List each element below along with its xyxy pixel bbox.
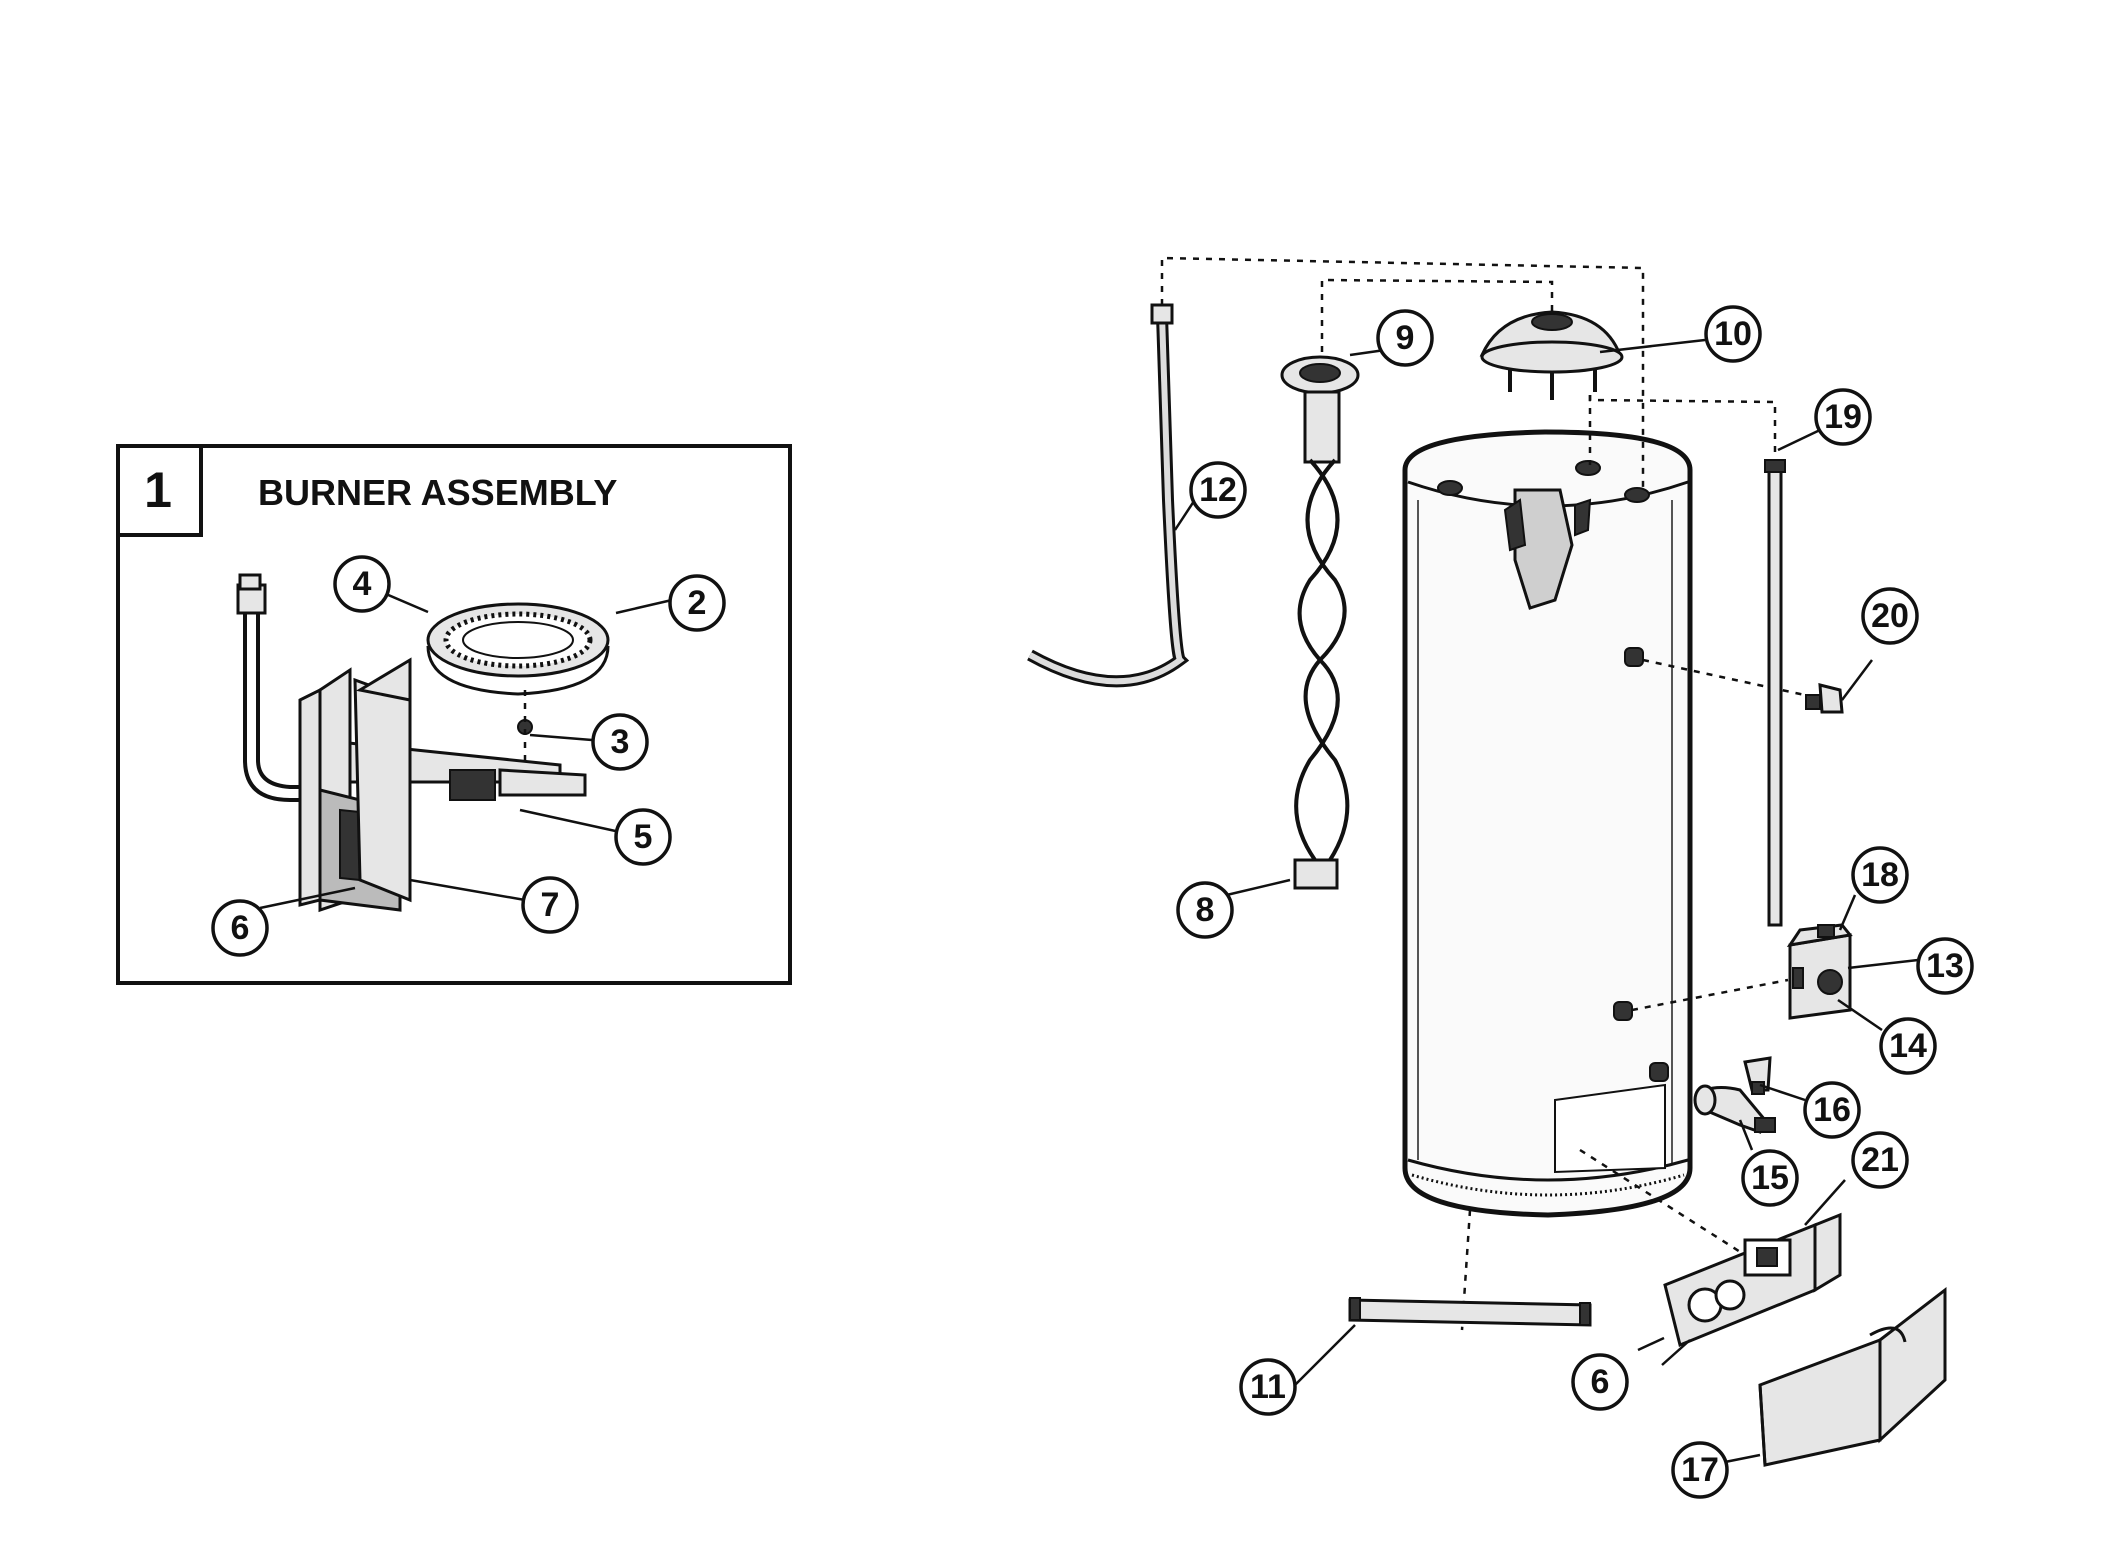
svg-text:11: 11 <box>1250 1368 1286 1406</box>
outer-door <box>1663 1212 1842 1348</box>
svg-text:2: 2 <box>688 584 707 622</box>
svg-text:18: 18 <box>1861 856 1899 894</box>
svg-text:15: 15 <box>1751 1159 1789 1197</box>
svg-text:3: 3 <box>611 723 630 761</box>
callout-9: 9 <box>1376 309 1434 367</box>
gas-control-valve <box>1786 923 1853 1020</box>
svg-text:6: 6 <box>231 909 250 947</box>
svg-text:16: 16 <box>1813 1091 1851 1129</box>
leader-lines <box>1173 338 1919 1467</box>
callout-6-inset: 6 <box>211 899 269 957</box>
dip-tube <box>1280 355 1360 890</box>
callout-20: 20 <box>1861 587 1919 645</box>
flue-baffle-top <box>1513 488 1574 610</box>
callout-17: 17 <box>1671 1441 1729 1499</box>
svg-text:5: 5 <box>634 818 653 856</box>
callout-4: 4 <box>333 555 391 613</box>
anode-rod <box>1764 459 1786 927</box>
inset-number: 1 <box>144 462 172 518</box>
flue-cap <box>1479 310 1624 400</box>
svg-text:14: 14 <box>1889 1027 1927 1065</box>
svg-text:6: 6 <box>1591 1363 1610 1401</box>
svg-text:9: 9 <box>1396 319 1415 357</box>
callout-21: 21 <box>1851 1131 1909 1189</box>
burner-door <box>298 657 412 913</box>
callout-16: 16 <box>1803 1081 1861 1139</box>
callout-3: 3 <box>591 713 649 771</box>
callout-6-main: 6 <box>1571 1353 1629 1411</box>
svg-text:19: 19 <box>1824 398 1862 436</box>
inner-door <box>1758 1286 1947 1467</box>
callout-12: 12 <box>1189 461 1247 519</box>
svg-text:12: 12 <box>1199 471 1237 509</box>
callout-15: 15 <box>1741 1149 1799 1207</box>
svg-text:7: 7 <box>541 886 560 924</box>
callout-7: 7 <box>521 876 579 934</box>
callout-18: 18 <box>1851 846 1909 904</box>
callouts: 2 3 4 5 6 7 8 9 10 11 12 13 14 15 16 17 … <box>211 305 1974 1499</box>
inset-frame <box>116 444 792 985</box>
water-heater <box>1402 429 1693 1218</box>
callout-2: 2 <box>668 574 726 632</box>
burner-assembly-inset: 1 BURNER ASSEMBLY <box>116 444 792 985</box>
callout-14: 14 <box>1879 1017 1937 1075</box>
drain-valve <box>1693 1056 1776 1134</box>
callout-13: 13 <box>1916 937 1974 995</box>
inset-title: BURNER ASSEMBLY <box>258 472 617 513</box>
callout-5: 5 <box>614 808 672 866</box>
svg-text:20: 20 <box>1871 597 1909 635</box>
svg-text:21: 21 <box>1861 1141 1899 1179</box>
svg-text:10: 10 <box>1714 315 1752 353</box>
svg-text:17: 17 <box>1681 1451 1719 1489</box>
svg-text:4: 4 <box>353 565 372 603</box>
gas-supply-tube <box>1027 303 1190 688</box>
callout-11: 11 <box>1239 1358 1297 1416</box>
svg-text:13: 13 <box>1926 947 1964 985</box>
tp-valve-fitting <box>1805 683 1844 714</box>
callout-19: 19 <box>1814 388 1872 446</box>
callout-8: 8 <box>1176 881 1234 939</box>
bottom-bracket <box>1348 1297 1592 1327</box>
burner-ring <box>426 602 610 696</box>
callout-10: 10 <box>1704 305 1762 363</box>
connection-lines <box>1160 256 1829 1331</box>
svg-text:8: 8 <box>1196 891 1215 929</box>
